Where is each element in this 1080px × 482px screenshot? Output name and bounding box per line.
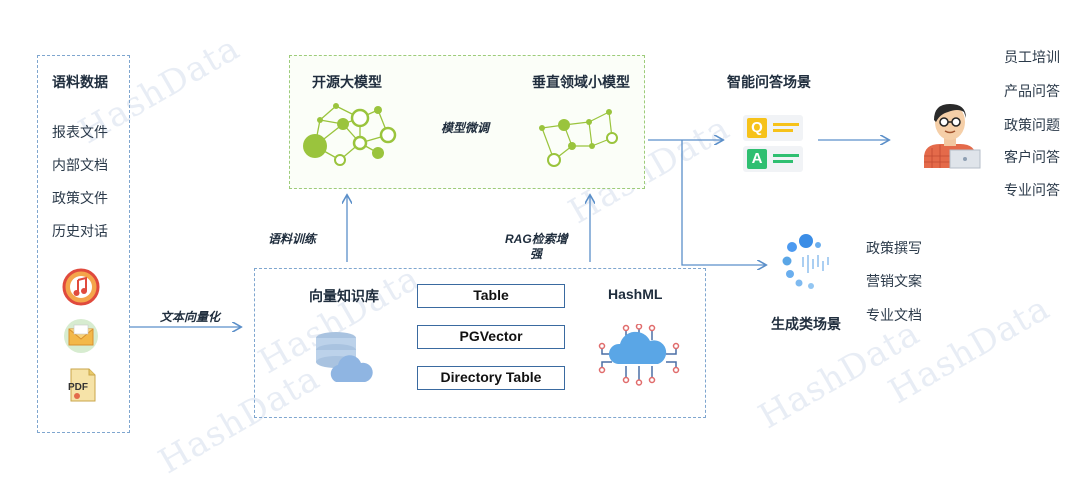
music-icon <box>62 268 100 306</box>
person-at-laptop-icon <box>924 104 981 169</box>
rag-label-line2: 强 <box>530 247 543 261</box>
generation-scenario-title: 生成类场景 <box>771 316 841 332</box>
qa-item: 员工培训 <box>1004 49 1060 65</box>
qa-scenario-title: 智能问答场景 <box>727 74 811 90</box>
corpus-item: 历史对话 <box>52 223 108 239</box>
hashml-circuit-icon <box>598 324 680 386</box>
qa-item: 专业问答 <box>1004 182 1060 198</box>
vector-kb-label: 向量知识库 <box>309 288 379 304</box>
database-cloud-icon <box>316 332 373 382</box>
corpus-item: 政策文件 <box>52 190 108 206</box>
a-badge: A <box>747 149 767 169</box>
vectorize-label: 文本向量化 <box>160 310 221 324</box>
corpus-training-label: 语料训练 <box>268 232 317 246</box>
open-source-model-label: 开源大模型 <box>312 74 382 90</box>
finetune-label: 模型微调 <box>441 121 490 135</box>
qa-item: 客户问答 <box>1004 149 1060 165</box>
qa-item: 政策问题 <box>1004 117 1060 133</box>
knowledge-panel <box>254 268 706 418</box>
generation-dots-icon <box>782 234 829 289</box>
q-card-icon: Q <box>743 115 803 141</box>
arrow-to-generation <box>681 140 765 265</box>
q-badge: Q <box>747 118 767 138</box>
generation-item: 专业文档 <box>866 307 922 323</box>
a-card-icon: A <box>743 146 803 172</box>
svg-text:PDF: PDF <box>68 382 88 393</box>
small-model-network-icon <box>539 109 618 167</box>
corpus-panel <box>37 55 130 433</box>
qa-item: 产品问答 <box>1004 83 1060 99</box>
pdf-icon: PDF <box>68 368 96 402</box>
generation-item: 政策撰写 <box>866 240 922 256</box>
hashml-label: HashML <box>608 286 663 302</box>
pgvector-box: PGVector <box>417 325 565 349</box>
vertical-model-label: 垂直领域小模型 <box>532 74 630 90</box>
mail-icon <box>64 319 98 353</box>
table-box: Table <box>417 284 565 308</box>
generation-item: 营销文案 <box>866 273 922 289</box>
corpus-item: 报表文件 <box>52 124 108 140</box>
rag-label-line1: RAG检索增 <box>505 232 568 246</box>
directory-table-box: Directory Table <box>417 366 565 390</box>
corpus-item: 内部文档 <box>52 157 108 173</box>
corpus-title: 语料数据 <box>52 74 108 90</box>
large-model-network-icon <box>303 103 397 166</box>
